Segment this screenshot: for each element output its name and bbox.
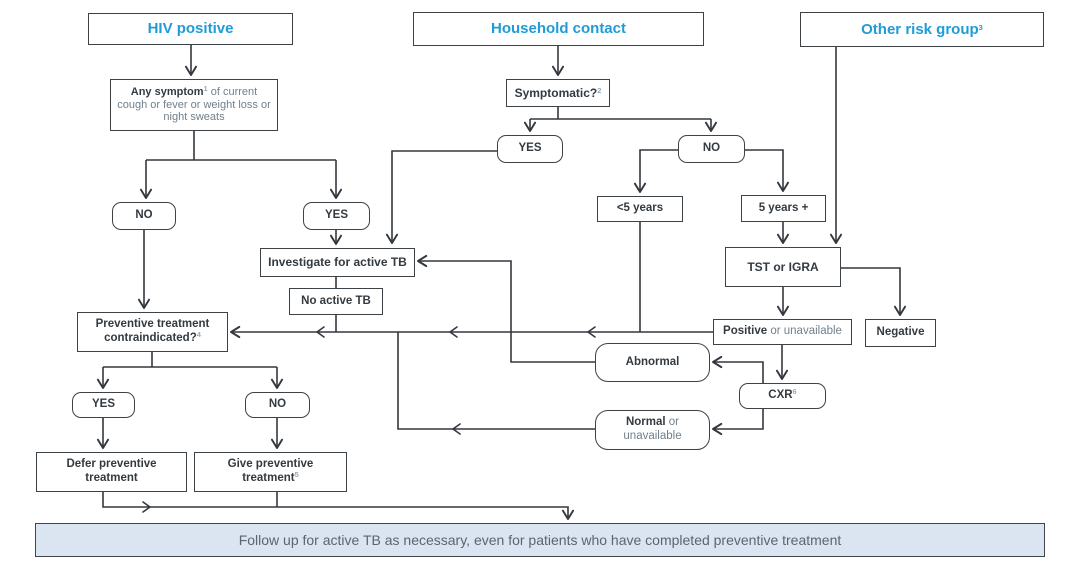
node-no-household-label: NO bbox=[702, 142, 721, 155]
node-no-hiv-label: NO bbox=[135, 209, 153, 222]
followup-bar-label: Follow up for active TB as necessary, ev… bbox=[238, 532, 842, 548]
bottom-line-chevron bbox=[142, 501, 151, 513]
node-defer-label: Defer preventive treatment bbox=[66, 458, 157, 484]
cxr-footnote: 6 bbox=[792, 387, 797, 397]
node-contraindicated: Preventive treatment contraindicated?4 bbox=[77, 312, 228, 352]
header-household-contact-label: Household contact bbox=[490, 20, 626, 38]
node-abnormal: Abnormal bbox=[595, 343, 710, 382]
header-hiv-positive: HIV positive bbox=[88, 13, 293, 45]
node-negative: Negative bbox=[865, 319, 936, 347]
node-yes-household: YES bbox=[497, 135, 563, 163]
node-yes-household-label: YES bbox=[518, 142, 542, 155]
node-investigate-active-tb: Investigate for active TB bbox=[260, 248, 415, 277]
node-give-label: Give preventive treatment5 bbox=[227, 458, 314, 484]
node-investigate-label: Investigate for active TB bbox=[268, 255, 407, 270]
node-normal-or-unavailable: Normal or unavailable bbox=[595, 410, 710, 450]
node-no-hiv: NO bbox=[112, 202, 176, 230]
node-no-household: NO bbox=[678, 135, 745, 163]
node-no-active-tb-label: No active TB bbox=[301, 294, 371, 307]
node-symptomatic-label: Symptomatic?2 bbox=[514, 85, 602, 100]
node-symptomatic: Symptomatic?2 bbox=[506, 79, 610, 107]
node-5-years-plus: 5 years + bbox=[741, 195, 826, 222]
node-under-5-years: <5 years bbox=[597, 196, 683, 222]
header-other-risk-group-label: Other risk group3 bbox=[861, 20, 983, 38]
node-give-treatment: Give preventive treatment5 bbox=[194, 452, 347, 492]
node-tst-or-igra: TST or IGRA bbox=[725, 247, 841, 287]
node-negative-label: Negative bbox=[876, 326, 925, 339]
edge-nohh-to-under5 bbox=[633, 149, 678, 193]
edge-defer-to-bar bbox=[102, 492, 575, 520]
mainline-chevron-1 bbox=[587, 326, 596, 338]
node-yes-contraindicated: YES bbox=[72, 392, 135, 418]
other-risk-footnote: 3 bbox=[978, 22, 983, 32]
node-positive-or-unavailable: Positive or unavailable bbox=[713, 319, 852, 345]
node-yes-contra-label: YES bbox=[91, 398, 115, 411]
node-cxr: CXR6 bbox=[739, 383, 826, 409]
node-yes-hiv: YES bbox=[303, 202, 370, 230]
any-symptom-footnote: 1 bbox=[203, 83, 208, 93]
edge-abnormal-to-investigate bbox=[417, 254, 595, 363]
node-yes-hiv-label: YES bbox=[324, 209, 348, 222]
edge-normal-to-mainline bbox=[397, 332, 595, 430]
node-abnormal-label: Abnormal bbox=[625, 355, 680, 368]
node-tst-or-igra-label: TST or IGRA bbox=[747, 259, 819, 274]
edge-cxr-to-abnormal bbox=[712, 355, 764, 383]
header-other-risk-group: Other risk group3 bbox=[800, 12, 1044, 47]
edge-nohh-to-over5 bbox=[745, 149, 790, 192]
give-treatment-footnote: 5 bbox=[294, 470, 299, 479]
node-no-contraindicated: NO bbox=[245, 392, 310, 418]
node-defer-treatment: Defer preventive treatment bbox=[36, 452, 187, 492]
node-normal-label: Normal or unavailable bbox=[623, 416, 682, 442]
node-5-years-plus-label: 5 years + bbox=[758, 201, 809, 214]
edge-tst-to-negative bbox=[841, 267, 907, 316]
contraindicated-footnote: 4 bbox=[196, 330, 201, 339]
header-household-contact: Household contact bbox=[413, 12, 704, 46]
node-cxr-label: CXR6 bbox=[768, 387, 797, 402]
followup-bar: Follow up for active TB as necessary, ev… bbox=[35, 523, 1045, 557]
edge-yeshh-to-investigate bbox=[385, 150, 497, 244]
header-hiv-positive-label: HIV positive bbox=[147, 20, 234, 38]
node-no-active-tb: No active TB bbox=[289, 288, 383, 315]
node-no-contra-label: NO bbox=[268, 398, 287, 411]
edge-cxr-to-normal bbox=[712, 408, 764, 436]
node-positive-label: Positive or unavailable bbox=[723, 325, 842, 338]
node-any-symptom-label: Any symptom1 of current cough or fever o… bbox=[117, 83, 271, 124]
mainline-chevron-3 bbox=[316, 326, 325, 338]
normal-line-chevron bbox=[452, 423, 461, 435]
symptomatic-footnote: 2 bbox=[597, 85, 602, 95]
node-under-5-label: <5 years bbox=[616, 202, 664, 215]
node-any-symptom: Any symptom1 of current cough or fever o… bbox=[110, 79, 278, 131]
node-contraindicated-label: Preventive treatment contraindicated?4 bbox=[95, 318, 210, 344]
mainline-chevron-2 bbox=[449, 326, 458, 338]
